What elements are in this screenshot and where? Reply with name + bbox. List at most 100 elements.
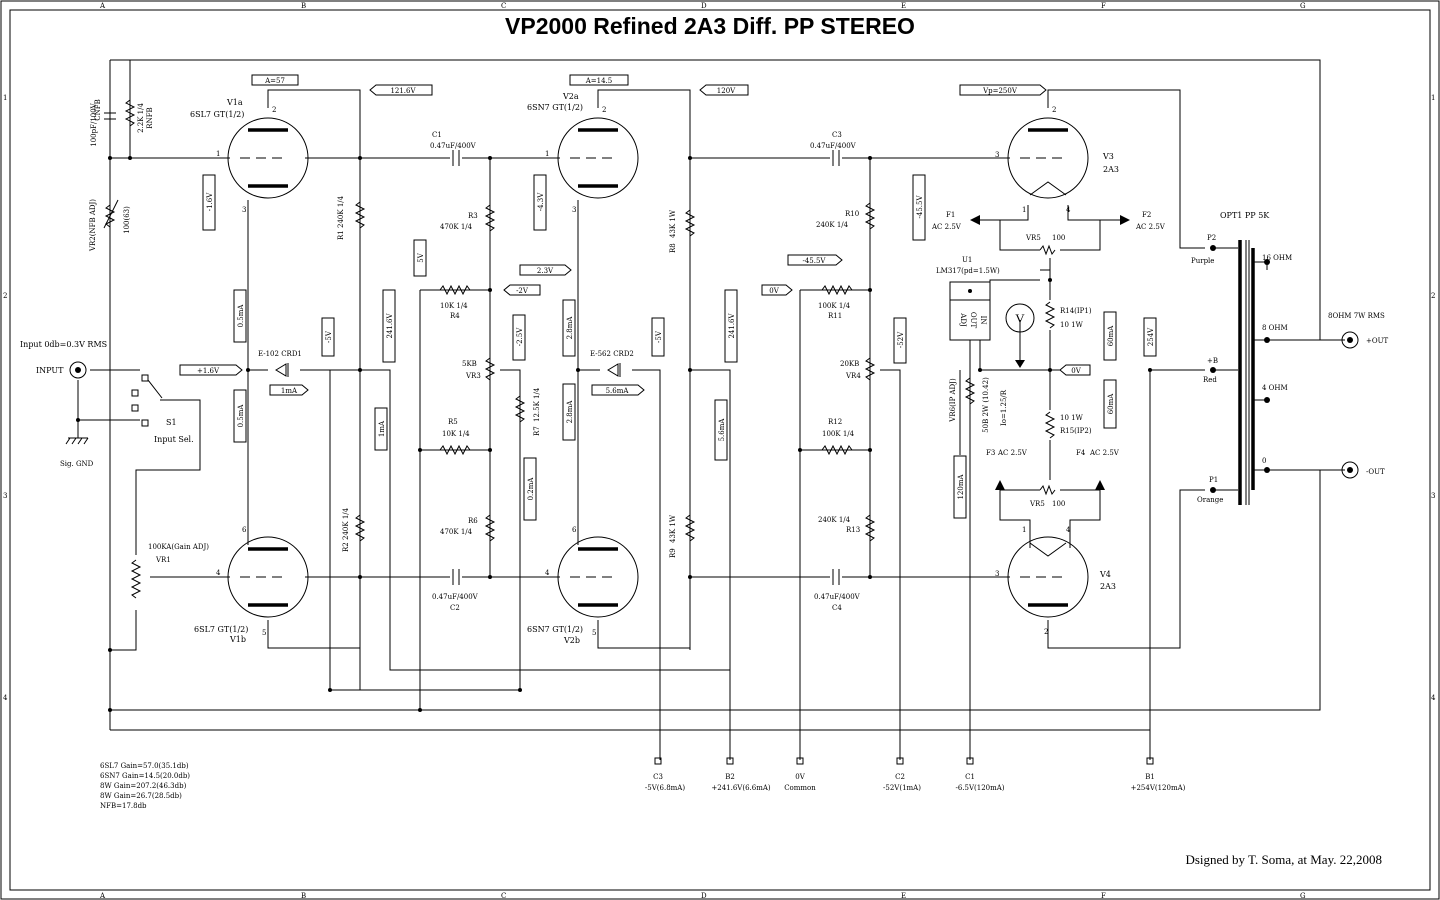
vtag: 2.8mA [562, 383, 576, 441]
comp-val: 0.47uF/400V [430, 142, 477, 150]
pot-arrow [103, 199, 119, 229]
comp-val: 0.47uF/400V [814, 593, 861, 601]
comp-ref: CNFB [94, 99, 102, 120]
row-marker: 1 [3, 94, 7, 102]
comp-ref: F4 [1076, 449, 1086, 457]
inner-border [9, 9, 1431, 891]
tag-v2a-plate: 120V [699, 84, 749, 96]
resistor-r12 [821, 444, 853, 456]
col-marker: F [1101, 892, 1106, 900]
pin-label: 4 [1066, 206, 1071, 214]
cap-c2 [452, 569, 460, 585]
comp-val: 240K 1/4 [342, 507, 350, 540]
voltage-tag: -1.6V [206, 192, 214, 211]
load-label: 8OHM 7W RMS [1328, 312, 1385, 320]
voltage-tag: 2.3V [537, 267, 554, 275]
input-label: INPUT [36, 366, 64, 375]
comp-val: 470K 1/4 [440, 528, 473, 536]
pot-vr5a [1039, 244, 1056, 256]
speaker-terminals: 8OHM 7W RMS +OUT -OUT [1328, 312, 1389, 479]
resistor-r13 [864, 514, 876, 542]
comp-ref: VR3 [465, 372, 481, 380]
terminal-desc: +241.6V(6.6mA) [711, 784, 771, 792]
col-marker: E [901, 892, 906, 900]
tube-v3: 2 3 1 4 V3 2A3 [995, 106, 1119, 214]
tube-type: 6SN7 GT(1/2) [527, 103, 583, 112]
tube-ref: V2a [562, 92, 579, 101]
resistor-r11 [821, 284, 853, 296]
supply-terminals: C3 -5V(6.8mA) B2 +241.6V(6.6mA) 0V Commo… [645, 757, 1186, 792]
vtag: -1.6V [202, 174, 216, 231]
tag-v1a-plate: 121.6V [369, 84, 433, 96]
resistor-r2 [354, 514, 366, 542]
vtag: 5V [413, 239, 427, 277]
pin-label: 1 [1022, 206, 1026, 214]
comp-ref: R8 [669, 243, 677, 253]
pin-label: 1 [216, 150, 220, 158]
vtag: 120mA [953, 455, 967, 519]
tag-v2-ccs-i: 5.6mA [591, 384, 645, 396]
cap-cnfb [104, 112, 116, 120]
capacitors [104, 112, 840, 585]
comp-ref: R3 [468, 212, 478, 220]
vtag: 241.6V [382, 289, 396, 363]
pin-label: 4 [1066, 526, 1071, 534]
comp-val: 100 [1052, 234, 1065, 242]
comp-ref: E-562 CRD2 [590, 350, 634, 358]
voltage-tag: 60mA [1107, 325, 1115, 347]
comp-val: 100(63) [123, 206, 131, 234]
comp-val: 240K 1/4 [816, 221, 849, 229]
comp-ref: C2 [450, 604, 460, 612]
pin-label: 5 [592, 629, 596, 637]
voltage-tag: -5V [325, 330, 333, 343]
output-transformer: OPT1 PP 5K P2 Purple +B Red P1 Orange 16… [1191, 211, 1292, 505]
column-markers: A B C D E F G A B C D E F G [99, 2, 1306, 900]
tag-v1-cathode: +1.6V [179, 364, 243, 376]
comp-ref: F2 [1142, 211, 1151, 219]
opt-tap: 8 OHM [1262, 324, 1288, 332]
pin-label: 2 [1044, 628, 1048, 636]
terminal-desc: -6.5V(120mA) [955, 784, 1004, 792]
comp-ref: R12 [828, 418, 842, 426]
tag-bias-neg: -45.5V [787, 254, 843, 266]
tag-v23: 2.3V [519, 264, 572, 276]
out-label: -OUT [1366, 468, 1385, 476]
comp-ref: U1 [962, 256, 972, 264]
comp-ref: VR2(NFB ADJ) [89, 199, 97, 252]
pin-label: 6 [572, 526, 577, 534]
vtag: 5.6mA [714, 399, 728, 461]
pin-label: 2 [272, 106, 276, 114]
pot-vr5b [1039, 484, 1056, 496]
comp-val: 2.2K 1/4 [137, 103, 145, 133]
col-marker: G [1300, 892, 1306, 900]
gain-note: 8W Gain=207.2(46.3db) [100, 782, 187, 790]
vtag: -2.5V [512, 314, 526, 361]
pin-label: IN [979, 316, 987, 325]
tag-bias-ref: 0V [761, 284, 793, 296]
vtag: 0.5mA [233, 389, 247, 443]
tube-type: 2A3 [1100, 582, 1116, 591]
comp-val: 470K 1/4 [440, 223, 473, 231]
wiring [77, 59, 1345, 760]
voltage-tag: 0V [1071, 367, 1081, 375]
col-marker: E [901, 2, 906, 10]
plate-label: Vp=250V [982, 87, 1018, 95]
switch-ref: S1 [166, 418, 177, 427]
resistor-r6 [484, 514, 496, 542]
comp-val: LM317(pd=1.5W) [936, 267, 1000, 275]
comp-ref: R10 [845, 210, 859, 218]
input-jack: INPUT Input 0db=0.3V RMS [20, 340, 107, 379]
comp-ref: VR6(IP ADJ) [949, 378, 957, 423]
voltage-tag: 2.8mA [566, 400, 574, 424]
row-marker: 3 [3, 492, 7, 500]
tube-v2b: 6 4 5 6SN7 GT(1/2) V2b [527, 526, 639, 645]
comp-val: 100KA(Gain ADJ) [148, 543, 209, 551]
pin-label: 3 [995, 570, 999, 578]
col-marker: C [501, 2, 506, 10]
ground-symbol: Sig. GND [60, 437, 94, 468]
voltage-tag: 121.6V [390, 87, 416, 95]
gain-notes: 6SL7 Gain=57.0(35.1db) 6SN7 Gain=14.5(20… [100, 762, 190, 810]
vtag: -5V [651, 317, 665, 357]
